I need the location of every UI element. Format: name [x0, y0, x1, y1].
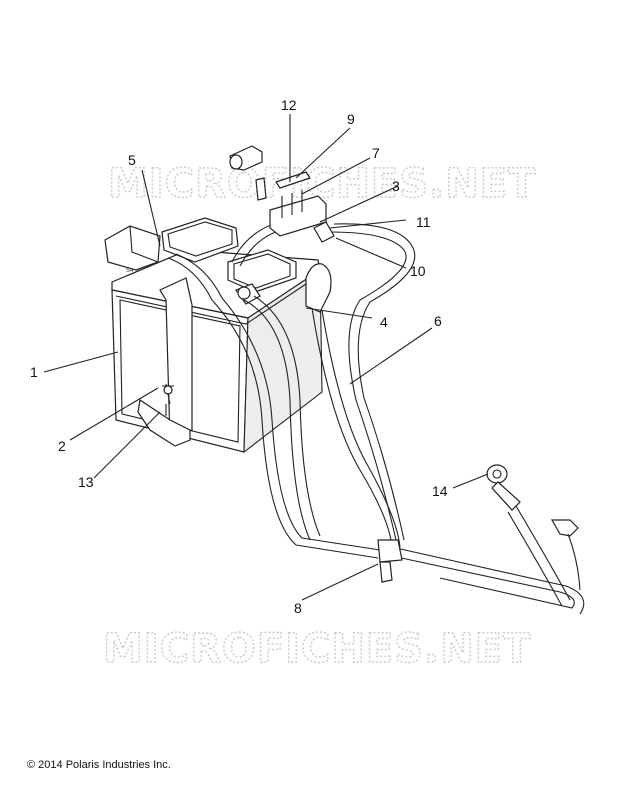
terminal-boot — [305, 263, 332, 313]
connector-10 — [313, 221, 335, 243]
screw — [255, 177, 267, 201]
callout-2: 2 — [58, 438, 66, 454]
callout-9: 9 — [347, 111, 355, 127]
watermark-bottom: MICROFICHES.NET — [103, 626, 531, 672]
connector-right — [550, 519, 579, 537]
callout-8: 8 — [294, 600, 302, 616]
callout-13: 13 — [78, 474, 94, 490]
battery-label: S4 — [126, 268, 134, 274]
callout-3: 3 — [392, 178, 400, 194]
fuse-cover — [275, 171, 311, 189]
hold-down-strap — [159, 277, 193, 441]
callout-12: 12 — [281, 97, 297, 113]
callout-4: 4 — [380, 314, 388, 330]
callout-10: 10 — [410, 263, 426, 279]
ring-terminal — [486, 464, 508, 484]
cable-clamp — [377, 539, 403, 563]
callout-5: 5 — [128, 152, 136, 168]
terminal-cover — [104, 225, 161, 271]
copyright-notice: © 2014 Polaris Industries Inc. — [27, 759, 171, 771]
callout-11: 11 — [416, 214, 431, 230]
callout-14: 14 — [432, 483, 448, 499]
leader-lines — [43, 114, 489, 601]
callout-7: 7 — [372, 145, 380, 161]
bracket — [137, 398, 191, 447]
callout-6: 6 — [434, 313, 442, 329]
callout-1: 1 — [30, 364, 38, 380]
